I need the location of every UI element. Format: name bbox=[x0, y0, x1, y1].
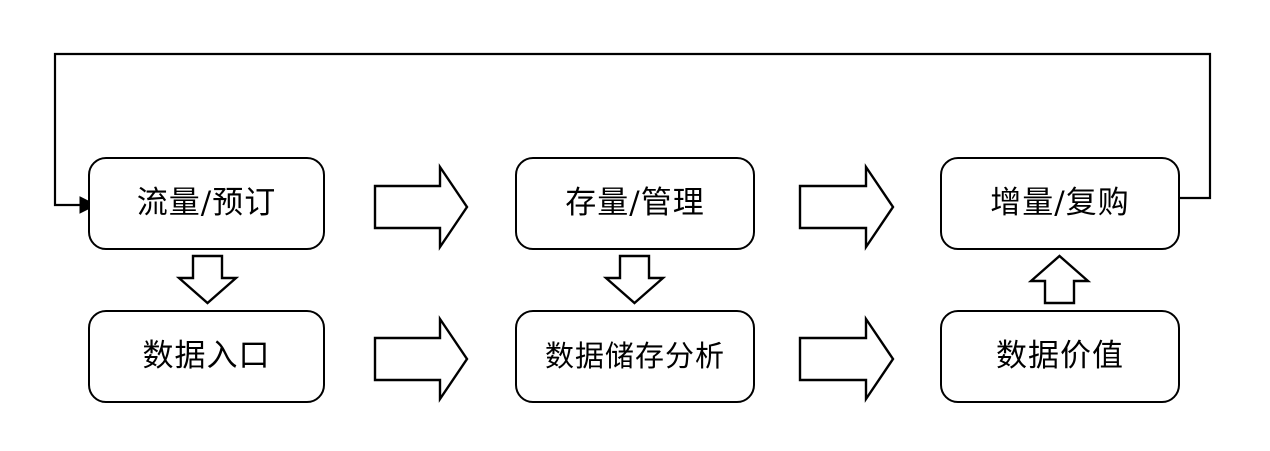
node-growth-repurchase[interactable]: 增量/复购 bbox=[940, 157, 1180, 250]
down-block-arrow-icon-col1 bbox=[175, 254, 240, 305]
node-data-value[interactable]: 数据价值 bbox=[940, 310, 1180, 403]
node-data-entry[interactable]: 数据入口 bbox=[88, 310, 325, 403]
right-block-arrow-icon-row2-a bbox=[373, 315, 469, 403]
node-traffic-booking[interactable]: 流量/预订 bbox=[88, 157, 325, 250]
node-data-storage-analysis[interactable]: 数据储存分析 bbox=[515, 310, 755, 403]
node-label-stock-management: 存量/管理 bbox=[565, 185, 705, 221]
up-block-arrow-icon-col3 bbox=[1027, 254, 1092, 305]
node-label-data-value: 数据价值 bbox=[996, 338, 1124, 374]
feedback-loop-path bbox=[53, 52, 1212, 207]
node-label-growth-repurchase: 增量/复购 bbox=[990, 185, 1130, 221]
node-label-data-storage-analysis: 数据储存分析 bbox=[544, 339, 725, 373]
down-block-arrow-icon-col2 bbox=[602, 254, 667, 305]
node-label-traffic-booking: 流量/预订 bbox=[136, 185, 277, 221]
node-stock-management[interactable]: 存量/管理 bbox=[515, 157, 755, 250]
right-block-arrow-icon-row1-a bbox=[373, 163, 469, 251]
node-label-data-entry: 数据入口 bbox=[142, 338, 271, 374]
right-block-arrow-icon-row1-b bbox=[798, 163, 895, 251]
right-block-arrow-icon-row2-b bbox=[798, 315, 895, 403]
